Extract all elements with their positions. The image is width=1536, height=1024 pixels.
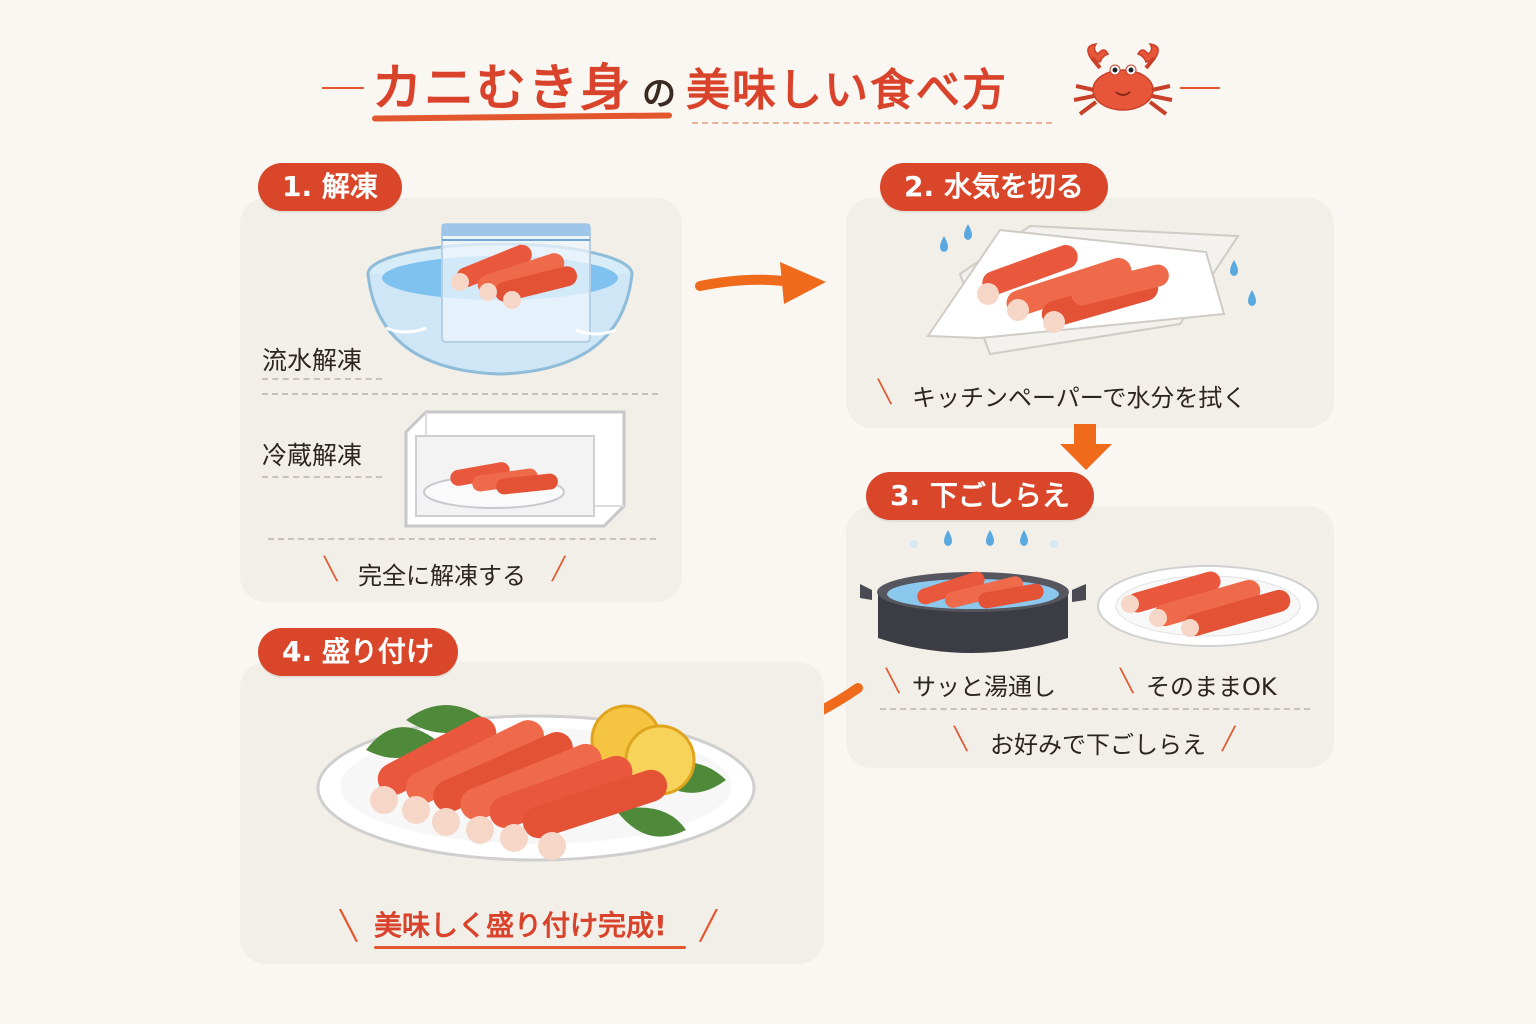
plate-illustration bbox=[1097, 565, 1319, 647]
caption-2-tick: ╲ bbox=[878, 380, 892, 405]
method-refrigerator: 冷蔵解凍 bbox=[262, 441, 363, 470]
title-connector: の bbox=[642, 74, 676, 114]
title-sub: 美味しい食べ方 bbox=[686, 65, 1008, 116]
method-underline-2 bbox=[262, 476, 382, 478]
title-sub-underline bbox=[692, 122, 1052, 126]
water-drops-icon bbox=[940, 224, 1256, 306]
step-1-caption: 完全に解凍する bbox=[358, 562, 526, 590]
pot-illustration bbox=[860, 571, 1086, 653]
serving-platter-illustration bbox=[316, 704, 756, 862]
caption-1-tick-left: ╲ bbox=[324, 557, 338, 582]
step-2-caption: キッチンペーパーで水分を拭く bbox=[912, 384, 1247, 412]
option-blanch: サッと湯通し bbox=[912, 673, 1056, 701]
option-as-is: そのままOK bbox=[1146, 673, 1277, 701]
caption-1-tick-right: ╱ bbox=[552, 557, 566, 582]
fridge-illustration bbox=[404, 410, 626, 528]
panel-1-divider-1 bbox=[262, 393, 658, 395]
arrow-step2-to-step3 bbox=[1060, 424, 1112, 470]
step-4-badge: 4. 盛り付け bbox=[258, 628, 458, 676]
method-underline-1 bbox=[262, 378, 382, 380]
crab-icon bbox=[1073, 43, 1173, 116]
page-title: カニむき身 の 美味しい食べ方 bbox=[372, 48, 1008, 128]
caption-3-tick-left: ╲ bbox=[954, 727, 968, 752]
step-4-caption-underline bbox=[374, 946, 686, 949]
caption-4-tick-right: ╱ bbox=[700, 909, 717, 942]
paper-towel-illustration bbox=[926, 224, 1240, 356]
panel-3-divider bbox=[880, 708, 1310, 710]
panel-1-divider-2 bbox=[268, 538, 656, 540]
boiling-water-icon bbox=[910, 530, 1058, 548]
bowl-illustration bbox=[366, 223, 634, 376]
step-2-badge: 2. 水気を切る bbox=[880, 163, 1108, 211]
step-1-badge: 1. 解凍 bbox=[258, 163, 402, 211]
step-3-badge: 3. 下ごしらえ bbox=[866, 472, 1094, 520]
option-2-tick: ╲ bbox=[1120, 669, 1134, 694]
arrow-step1-to-step2 bbox=[695, 262, 826, 304]
title-rule-left bbox=[322, 87, 364, 89]
title-main: カニむき身 bbox=[372, 59, 632, 117]
step-3-caption: お好みで下ごしらえ bbox=[990, 731, 1206, 759]
method-running-water: 流水解凍 bbox=[262, 346, 363, 375]
title-rule-right bbox=[1180, 87, 1220, 89]
caption-3-tick-right: ╱ bbox=[1222, 727, 1236, 752]
option-1-tick: ╲ bbox=[886, 669, 900, 694]
step-4-caption: 美味しく盛り付け完成! bbox=[374, 909, 667, 942]
caption-4-tick-left: ╲ bbox=[340, 909, 357, 942]
